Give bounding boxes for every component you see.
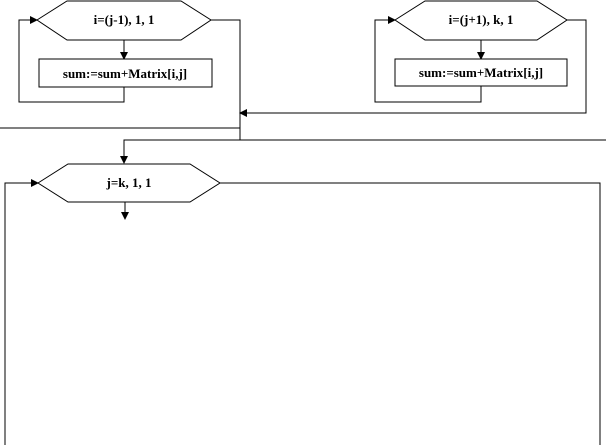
right-loop-exit-arrow bbox=[239, 19, 587, 117]
right-loop: i=(j+1), k, 1 sum:=sum+Matrix[i,j] bbox=[239, 0, 587, 117]
left-loop-body-label: sum:=sum+Matrix[i,j] bbox=[63, 66, 187, 81]
left-loop-header-label: i=(j-1), 1, 1 bbox=[94, 12, 155, 27]
outer-loop-header-label: j=k, 1, 1 bbox=[106, 175, 152, 190]
outer-loop: j=k, 1, 1 bbox=[4, 163, 601, 445]
right-loop-header-label: i=(j+1), k, 1 bbox=[449, 12, 514, 27]
outer-loop-return-arrow bbox=[4, 179, 39, 445]
right-loop-body-box bbox=[394, 58, 568, 87]
merge-to-outer-loop-arrow bbox=[120, 139, 606, 164]
left-loop-return-arrow bbox=[18, 16, 125, 103]
left-loop-body-box bbox=[38, 58, 213, 88]
outer-loop-exit-line bbox=[220, 182, 601, 445]
left-loop-exit-line bbox=[211, 19, 241, 140]
left-loop: i=(j-1), 1, 1 sum:=sum+Matrix[i,j] bbox=[18, 0, 241, 140]
right-loop-return-arrow bbox=[374, 16, 482, 103]
right-loop-body-label: sum:=sum+Matrix[i,j] bbox=[419, 65, 543, 80]
